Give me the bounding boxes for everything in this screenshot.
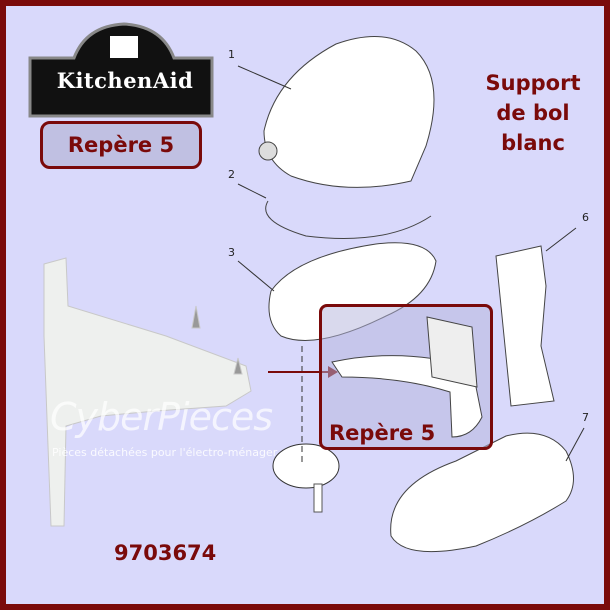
exploded-parts-diagram [28, 22, 585, 553]
kitchenaid-logo-text: KitchenAid [56, 68, 194, 93]
product-title: Support de bol blanc [458, 68, 604, 158]
callout-7: 7 [582, 411, 589, 424]
callout-arrow-2 [237, 183, 267, 199]
callout-arrow-6 [545, 227, 577, 252]
repere-highlight-label: Repère 5 [329, 421, 436, 445]
mixer-base-part [390, 432, 574, 553]
title-line-3: blanc [501, 131, 565, 155]
planetary-gear-part [272, 443, 340, 489]
motor-housing-part [258, 35, 435, 188]
watermark-name: CyberPieces [50, 395, 273, 439]
callout-6: 6 [582, 211, 589, 224]
kitchenaid-logo [28, 22, 214, 118]
callout-3: 3 [228, 246, 235, 259]
watermark-tagline: Pièces détachées pour l'électro-ménager [52, 446, 278, 459]
bowl-support-photo [43, 257, 252, 527]
callout-arrow-3 [237, 260, 275, 292]
title-line-1: Support [485, 71, 581, 95]
part-number: 9703674 [114, 541, 217, 565]
title-line-2: de bol [496, 101, 570, 125]
callout-2: 2 [228, 168, 235, 181]
callout-1: 1 [228, 48, 235, 61]
bowl-clamp-part [331, 316, 483, 438]
callout-arrow-7 [565, 427, 585, 462]
gear-housing-part [268, 242, 437, 341]
repere-highlight-box [319, 304, 493, 450]
callout-arrow-1 [237, 65, 292, 90]
trim-band-part [265, 200, 432, 239]
pedestal-column-part [495, 245, 555, 407]
repere-badge: Repère 5 [40, 121, 202, 169]
